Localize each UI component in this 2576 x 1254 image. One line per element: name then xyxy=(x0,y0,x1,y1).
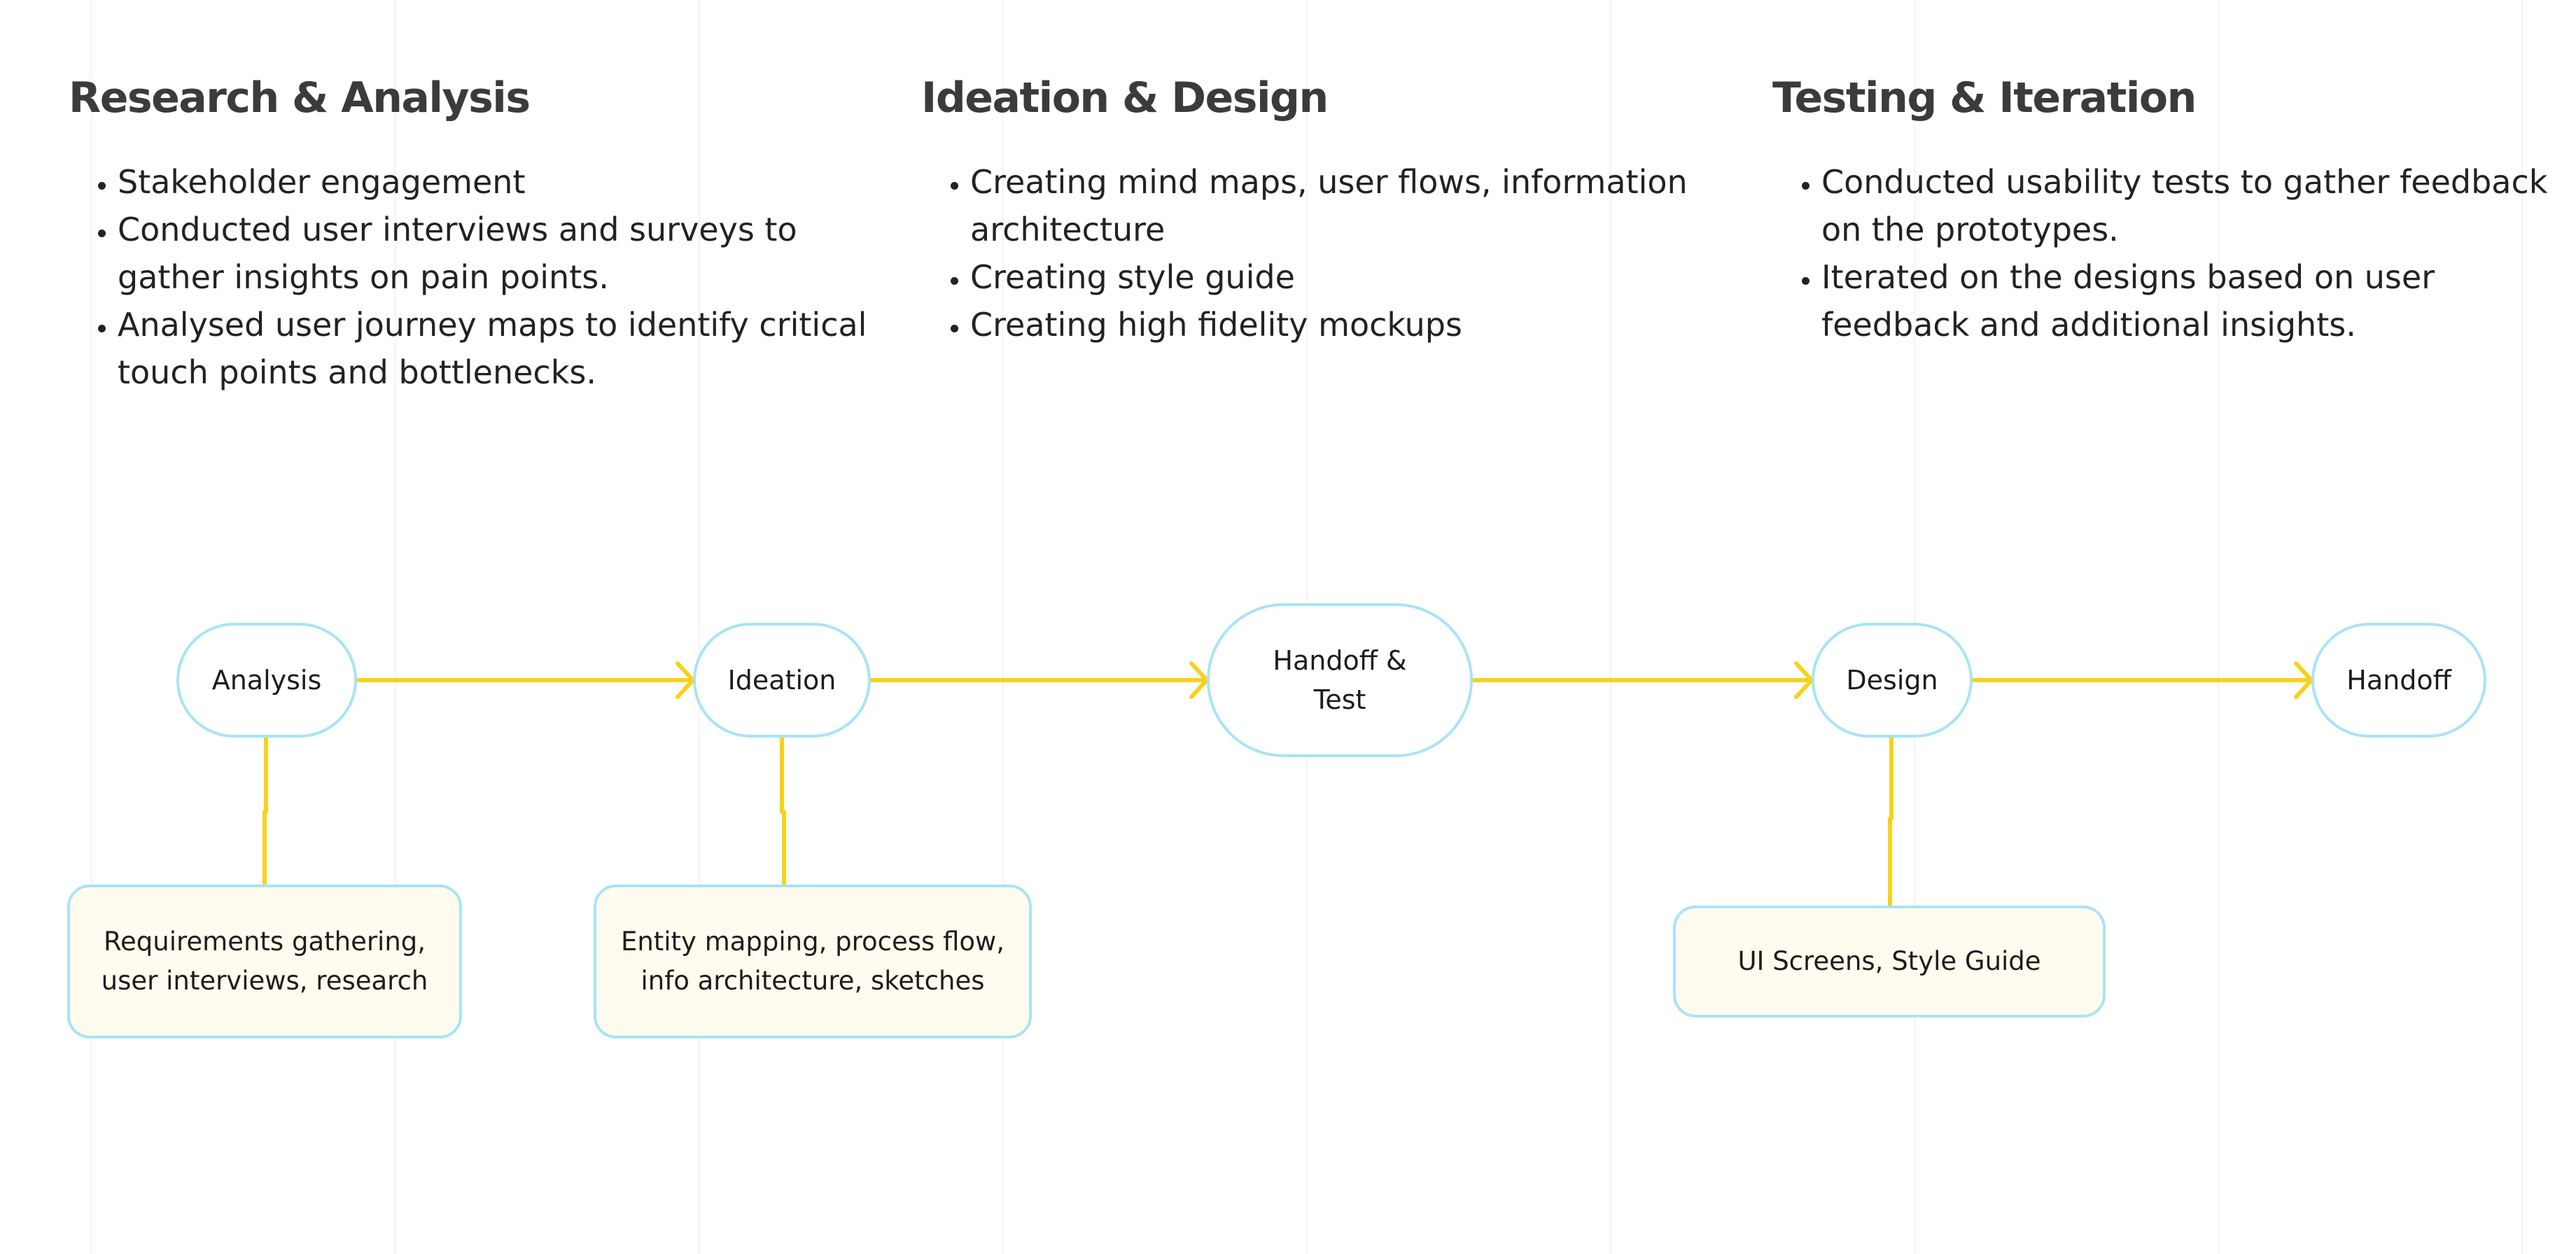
phase-ideation-design: Ideation & Design Creating mind maps, us… xyxy=(921,69,1726,348)
flow-node-handoff: Handoff xyxy=(2311,623,2486,738)
flow-node-handoff-test: Handoff & Test xyxy=(1207,603,1473,757)
phase-title: Research & Analysis xyxy=(69,73,531,122)
phase-bullet-list: Creating mind maps, user flows, informat… xyxy=(921,158,1726,348)
phase-bullet-list: Stakeholder engagement Conducted user in… xyxy=(69,158,874,396)
phase-bullet: Iterated on the designs based on user fe… xyxy=(1821,253,2576,348)
flow-node-label: Design xyxy=(1846,665,1938,696)
note-text: UI Screens, Style Guide xyxy=(1737,946,2041,976)
phase-bullet: Analysed user journey maps to identify c… xyxy=(118,301,874,396)
grid-line xyxy=(1002,0,1004,1254)
phase-bullet: Creating style guide xyxy=(970,253,1726,301)
note-ideation: Entity mapping, process flow, info archi… xyxy=(594,885,1032,1038)
note-design: UI Screens, Style Guide xyxy=(1673,906,2106,1017)
connector-analysis-note xyxy=(262,734,268,887)
flow-node-label: Handoff xyxy=(2346,665,2451,696)
grid-line xyxy=(2218,0,2219,1254)
flow-node-design: Design xyxy=(1812,623,1973,738)
phase-bullet: Stakeholder engagement xyxy=(118,158,874,206)
flow-node-label: Ideation xyxy=(727,665,836,696)
note-text: Requirements gathering, user interviews,… xyxy=(101,927,428,996)
phase-testing-iteration: Testing & Iteration Conducted usability … xyxy=(1772,69,2576,348)
phase-bullet: Conducted usability tests to gather feed… xyxy=(1821,158,2576,253)
grid-line xyxy=(1610,0,1611,1254)
grid-line xyxy=(395,0,396,1254)
phase-bullet: Conducted user interviews and surveys to… xyxy=(118,206,874,301)
phase-bullet: Creating mind maps, user flows, informat… xyxy=(970,158,1726,253)
grid-line xyxy=(91,0,92,1254)
phase-title: Testing & Iteration xyxy=(1772,73,2197,122)
phase-bullet-list: Conducted usability tests to gather feed… xyxy=(1772,158,2576,348)
flow-node-analysis: Analysis xyxy=(176,623,357,738)
grid-line xyxy=(2521,0,2523,1254)
note-analysis: Requirements gathering, user interviews,… xyxy=(67,885,462,1038)
phase-title: Ideation & Design xyxy=(921,73,1329,122)
grid-line xyxy=(699,0,700,1254)
connector-ideation-note xyxy=(780,734,786,887)
flow-node-label: Handoff & Test xyxy=(1273,645,1407,715)
flow-node-ideation: Ideation xyxy=(693,623,871,738)
note-text: Entity mapping, process flow, info archi… xyxy=(620,927,1005,996)
flow-node-label: Analysis xyxy=(211,665,322,696)
connector-design-note xyxy=(1888,734,1893,908)
phase-research-analysis: Research & Analysis Stakeholder engageme… xyxy=(69,69,874,396)
phase-bullet: Creating high fidelity mockups xyxy=(970,301,1726,348)
